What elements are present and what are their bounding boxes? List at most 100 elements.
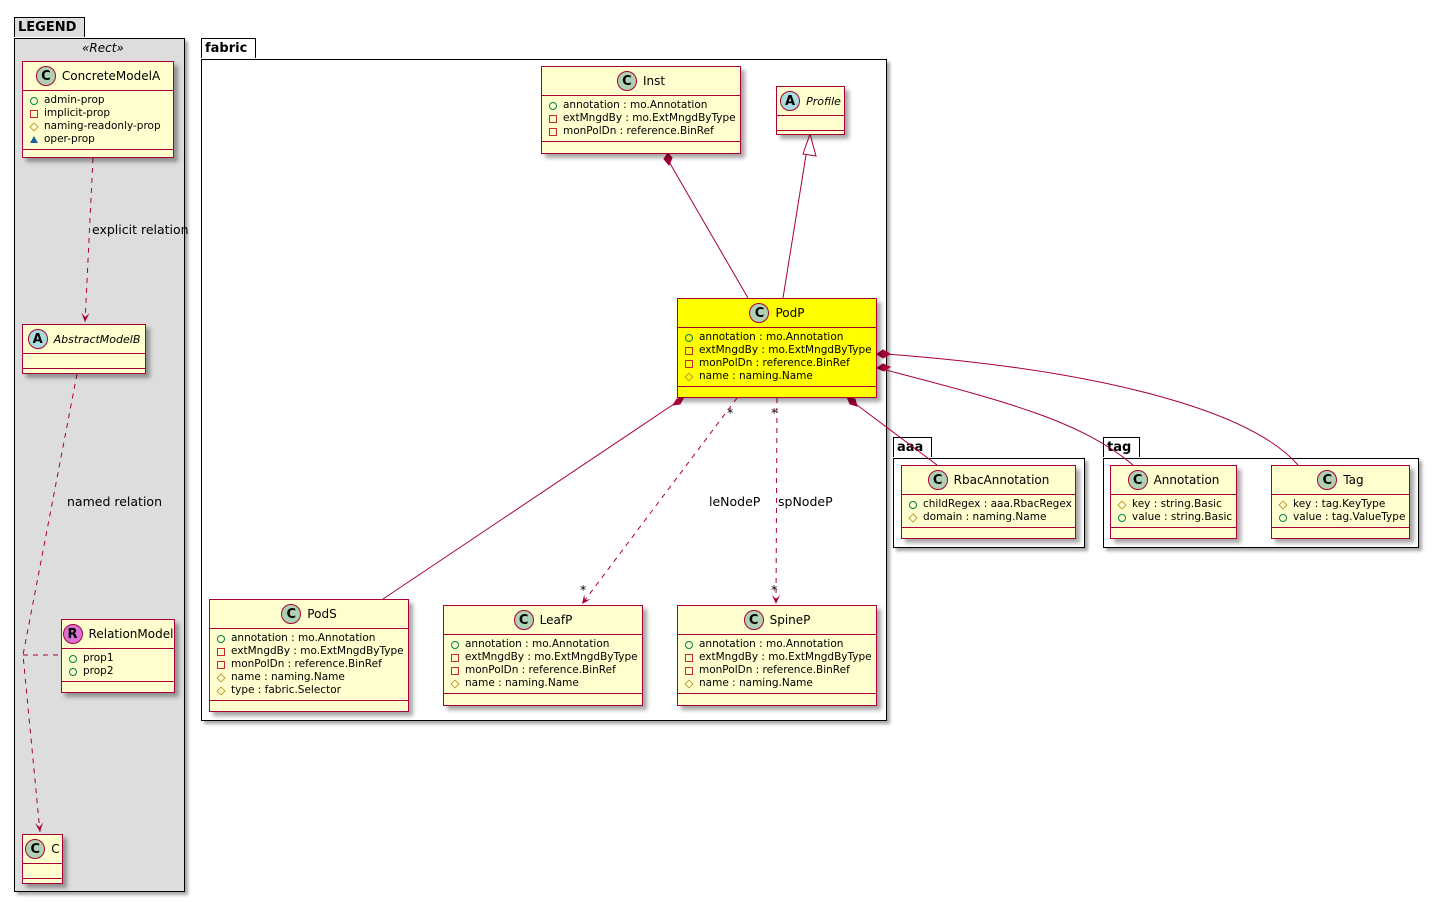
multiplicity-label: *	[771, 582, 778, 597]
class-header: R RelationModel	[62, 620, 174, 649]
visibility-priv-icon	[217, 660, 225, 669]
attribute-text: extMngdBy : mo.ExtMngdByType	[699, 651, 872, 663]
class-attribute: extMngdBy : mo.ExtMngdByType	[685, 344, 876, 357]
attribute-text: extMngdBy : mo.ExtMngdByType	[563, 112, 736, 124]
package-fabric-tab: fabric	[201, 38, 257, 58]
class-name: AbstractModelB	[53, 332, 141, 346]
class-attribute: name : naming.Name	[684, 677, 876, 690]
class-attribute: extMngdBy : mo.ExtMngdByType	[685, 651, 876, 664]
class-kind-icon: C	[927, 470, 948, 490]
class-abstract-model-b[interactable]: A AbstractModelB	[22, 324, 146, 374]
package-tag	[1103, 458, 1419, 548]
class-attribute: naming-readonly-prop	[29, 120, 173, 133]
class-attribute: extMngdBy : mo.ExtMngdByType	[549, 112, 740, 125]
visibility-prot-icon	[216, 672, 226, 683]
class-profile[interactable]: A Profile	[776, 86, 845, 135]
class-attribute: name : naming.Name	[684, 370, 876, 383]
class-attribute: childRegex : aaa.RbacRegex	[909, 498, 1075, 511]
abstract-kind-icon: A	[27, 329, 48, 349]
class-attribute: monPolDn : reference.BinRef	[685, 664, 876, 677]
visibility-pub-icon	[685, 640, 693, 649]
edge-podp-leafp	[581, 397, 738, 605]
package-legend-tab: LEGEND	[14, 17, 86, 37]
relation-kind-icon: R	[62, 624, 83, 644]
attribute-text: monPolDn : reference.BinRef	[465, 664, 616, 676]
attribute-text: key : string.Basic	[1132, 498, 1222, 510]
class-name: PodP	[775, 306, 805, 320]
edge-podp-annotation	[885, 369, 1134, 466]
attribute-text: name : naming.Name	[699, 370, 813, 382]
visibility-priv-icon	[549, 114, 557, 123]
class-kind-icon: C	[513, 610, 534, 630]
attribute-text: key : tag.KeyType	[1293, 498, 1386, 510]
abstract-kind-icon: A	[780, 91, 801, 111]
attribute-text: monPolDn : reference.BinRef	[699, 357, 850, 369]
class-attribute: value : string.Basic	[1118, 511, 1236, 524]
class-attributes	[23, 864, 62, 879]
class-name: LeafP	[539, 613, 573, 627]
class-attribute: domain : naming.Name	[908, 511, 1075, 524]
visibility-priv-icon	[685, 346, 693, 355]
visibility-prot-icon	[1278, 499, 1288, 510]
attribute-text: oper-prop	[44, 133, 95, 145]
visibility-priv-icon	[451, 666, 459, 675]
class-attribute: prop1	[69, 652, 174, 665]
inheritance-triangle	[802, 132, 817, 157]
class-kind-icon: C	[281, 604, 302, 624]
visibility-prot-icon	[684, 371, 694, 382]
visibility-priv-icon	[451, 653, 459, 662]
visibility-prot-icon	[1117, 499, 1127, 510]
attribute-text: value : string.Basic	[1132, 511, 1233, 523]
visibility-prot-icon	[216, 685, 226, 696]
class-kind-icon: C	[616, 71, 637, 91]
package-legend: «Rect»	[14, 38, 185, 892]
class-name: RelationModel	[88, 627, 174, 641]
class-attribute: extMngdBy : mo.ExtMngdByType	[217, 645, 408, 658]
class-kind-icon: C	[1127, 470, 1148, 490]
class-attribute: type : fabric.Selector	[216, 684, 408, 697]
visibility-pub-icon	[30, 96, 38, 105]
attribute-text: extMngdBy : mo.ExtMngdByType	[465, 651, 638, 663]
visibility-pub-icon	[685, 333, 693, 342]
visibility-priv-icon	[685, 653, 693, 662]
edge-profile-podp	[782, 154, 807, 299]
class-attribute: monPolDn : reference.BinRef	[217, 658, 408, 671]
class-name: Profile	[806, 94, 841, 108]
attribute-text: annotation : mo.Annotation	[563, 99, 708, 111]
attribute-text: extMngdBy : mo.ExtMngdByType	[699, 344, 872, 356]
class-kind-icon: C	[1317, 470, 1338, 490]
class-attribute: admin-prop	[30, 94, 173, 107]
visibility-pub-icon	[217, 634, 225, 643]
visibility-pub-icon	[1118, 513, 1126, 522]
composition-diamond-rbac	[846, 396, 858, 407]
visibility-pub-icon	[549, 101, 557, 110]
visibility-pub-icon	[451, 640, 459, 649]
class-header: A Profile	[777, 87, 844, 116]
class-name: C	[51, 842, 60, 856]
class-attribute: prop2	[69, 665, 174, 678]
attribute-text: name : naming.Name	[699, 677, 813, 689]
class-attribute: annotation : mo.Annotation	[217, 632, 408, 645]
class-attribute: value : tag.ValueType	[1279, 511, 1409, 524]
